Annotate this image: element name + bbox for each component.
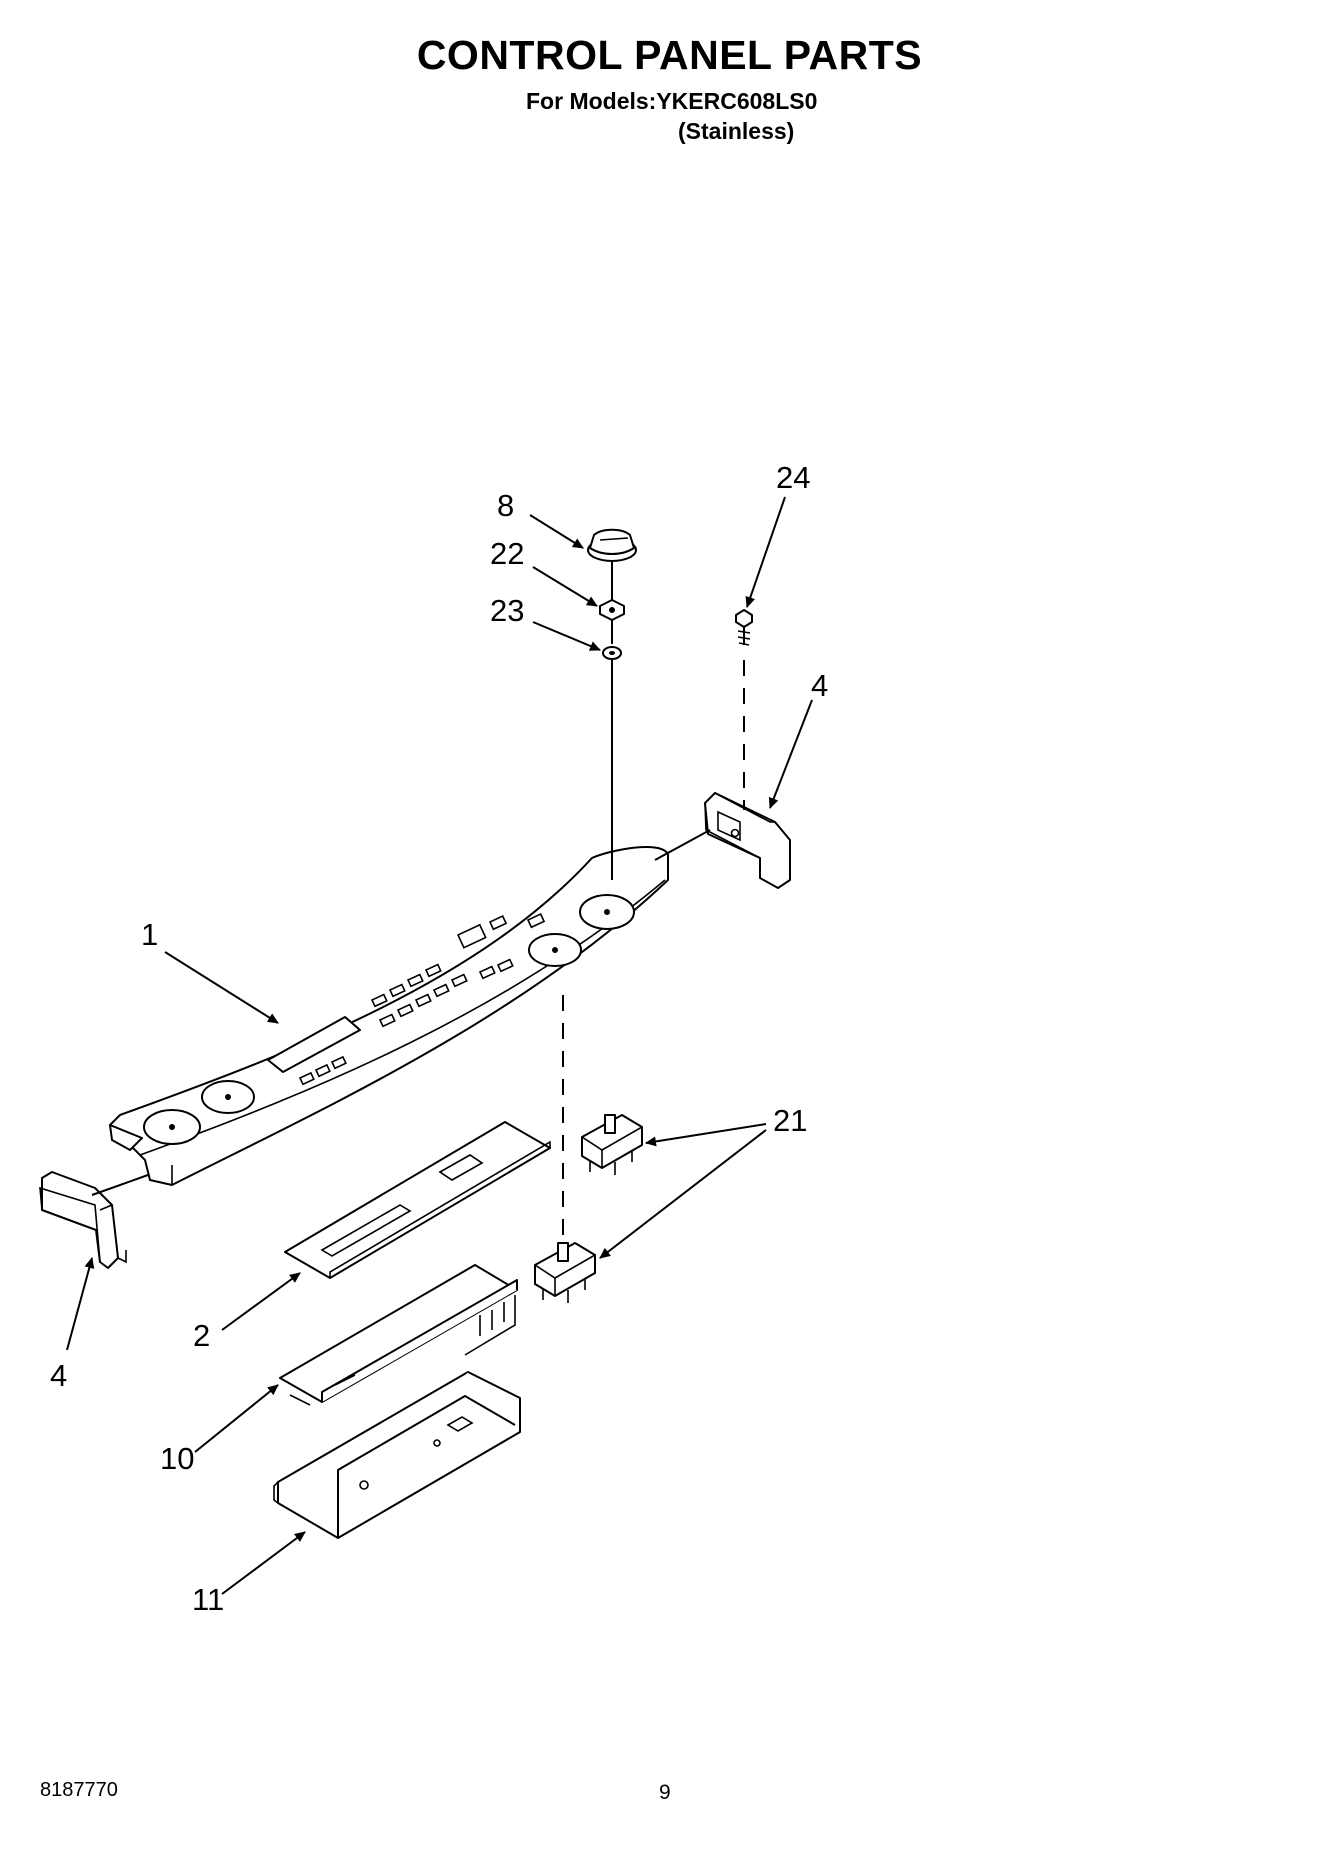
hex-nut (599, 599, 625, 644)
callout-1: 1 (141, 917, 158, 952)
control-panel-console (109, 846, 669, 1186)
callout-4-left: 4 (50, 1358, 67, 1393)
panel-display-window (267, 1016, 361, 1073)
callout-11: 11 (192, 1582, 224, 1617)
callout-2: 2 (193, 1318, 210, 1353)
callout-8: 8 (497, 488, 514, 523)
page-number: 9 (659, 1781, 671, 1804)
callout-22: 22 (490, 536, 524, 571)
end-cap-right (704, 792, 791, 889)
control-box (273, 1371, 521, 1539)
document-number: 8187770 (40, 1779, 118, 1801)
burner-indicator-left-2 (201, 1080, 255, 1114)
leader-arrows (66, 496, 813, 1595)
screw (735, 609, 753, 646)
callout-24: 24 (776, 460, 810, 495)
knob (587, 528, 637, 600)
electronic-control-board (279, 1264, 518, 1406)
callout-21: 21 (773, 1103, 807, 1138)
models-line: For Models:YKERC608LS0 (526, 88, 818, 114)
burner-indicator-right-1 (528, 933, 582, 967)
callout-10: 10 (160, 1441, 194, 1476)
panel-keypad (298, 913, 546, 1086)
infinite-switch-lower (534, 1242, 596, 1303)
callout-4-right: 4 (811, 668, 828, 703)
overlay (284, 1121, 551, 1279)
burner-indicator-right-2 (579, 894, 635, 930)
page-title: CONTROL PANEL PARTS (416, 32, 923, 78)
infinite-switch-upper (581, 1114, 643, 1175)
washer (602, 646, 622, 660)
model-variant: (Stainless) (678, 118, 795, 144)
end-cap-left (39, 1171, 127, 1269)
burner-indicator-left-1 (143, 1109, 201, 1145)
callout-23: 23 (490, 593, 524, 628)
